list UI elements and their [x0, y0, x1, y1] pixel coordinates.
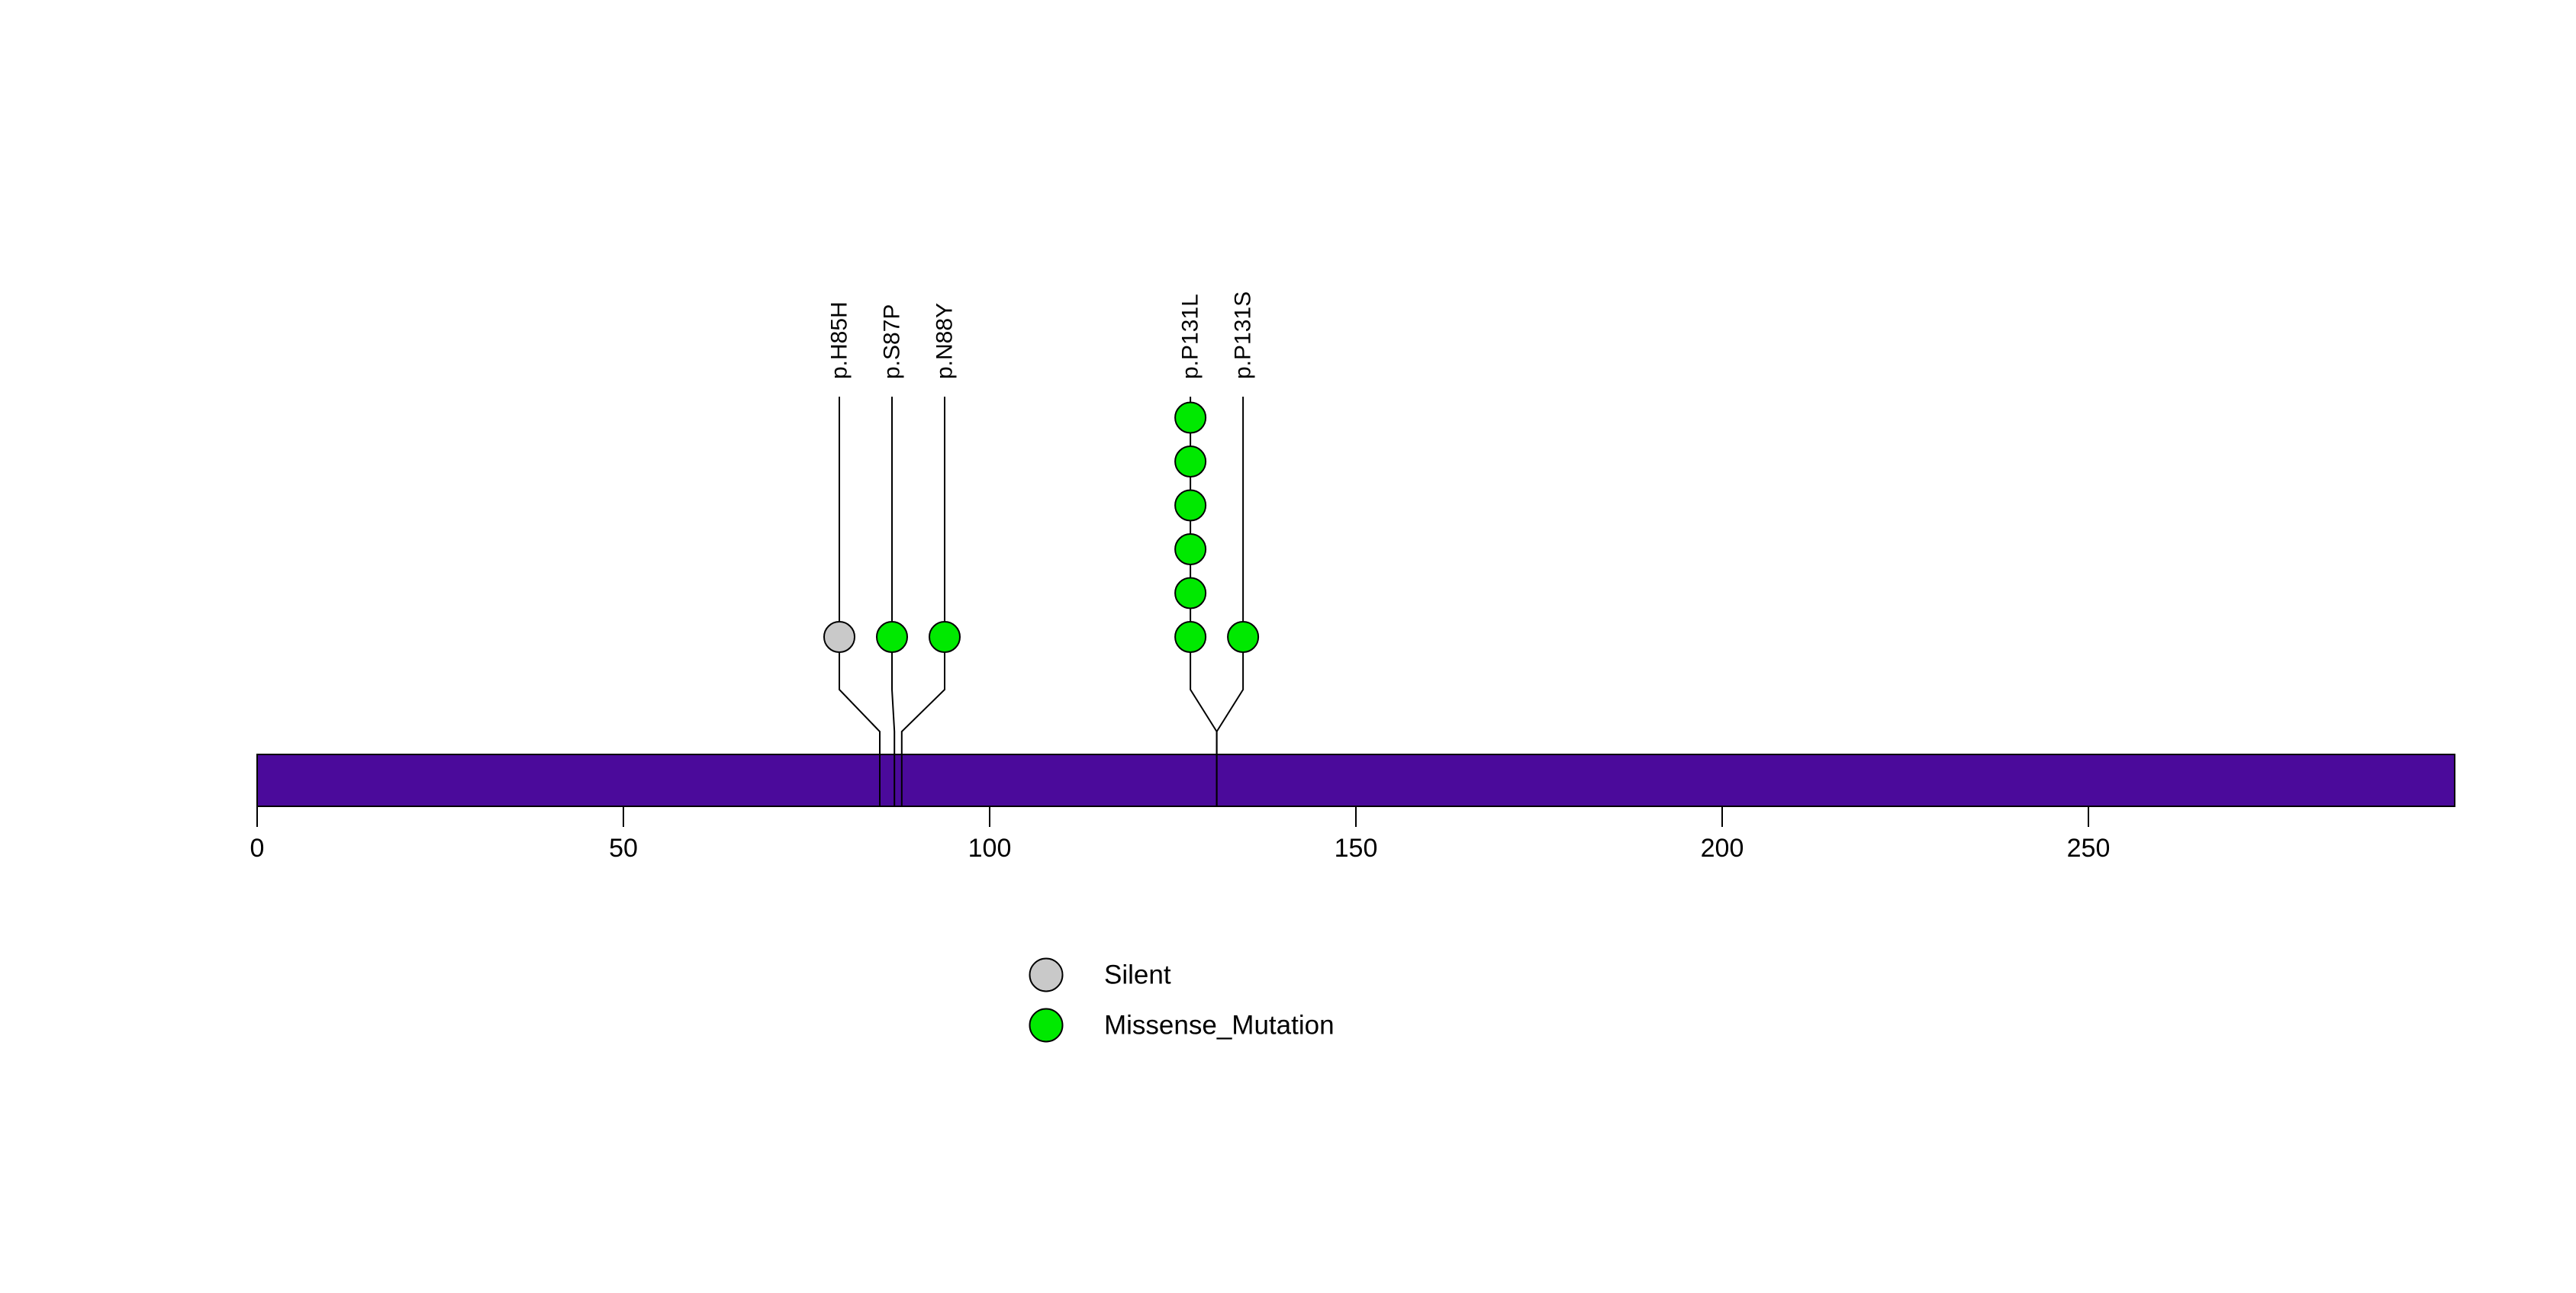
- mutation-circle: [929, 621, 961, 653]
- mutation-circle: [1174, 489, 1207, 522]
- legend-swatch-missense-mutation: [1029, 1008, 1064, 1043]
- protein-bar: [256, 754, 2455, 807]
- mutation-stem: [839, 397, 881, 806]
- mutation-circle: [1174, 445, 1207, 478]
- protein-bar-layer: [256, 754, 2455, 807]
- mutation-label: p.P131L: [1178, 294, 1203, 379]
- mutation-label: p.H85H: [827, 301, 852, 379]
- mutation-label: p.N88Y: [932, 303, 958, 379]
- mutation-circle: [1174, 621, 1207, 653]
- axis-tick-label: 0: [250, 834, 265, 863]
- mutation-labels-layer: p.H85H p.S87P p.N88Y p.P131L p.P131S: [827, 291, 1256, 379]
- axis-tick-label: 250: [2067, 834, 2111, 863]
- mutation-stem: [891, 397, 896, 806]
- mutation-circle: [823, 621, 855, 653]
- legend-label: Missense_Mutation: [1104, 1011, 1335, 1041]
- axis-tick-label: 100: [968, 834, 1012, 863]
- lollipop-circles-layer: [823, 401, 1260, 653]
- mutation-circle: [876, 621, 908, 653]
- legend-swatch-silent: [1029, 957, 1064, 992]
- axis-tick-label: 200: [1701, 834, 1744, 863]
- mutation-label: p.P131S: [1231, 291, 1256, 379]
- legend-label: Silent: [1104, 960, 1171, 990]
- mutation-stem: [1216, 397, 1245, 806]
- mutation-stem: [900, 397, 945, 806]
- mutation-circle: [1227, 621, 1260, 653]
- axis-tick-label: 50: [609, 834, 638, 863]
- axis-tick-label: 150: [1335, 834, 1378, 863]
- mutation-circle: [1174, 577, 1207, 610]
- mutation-circle: [1174, 401, 1207, 434]
- x-axis-layer: 0 50 100 150 200 250: [250, 806, 2111, 863]
- mutation-label: p.S87P: [880, 304, 905, 379]
- mutation-circle: [1174, 533, 1207, 565]
